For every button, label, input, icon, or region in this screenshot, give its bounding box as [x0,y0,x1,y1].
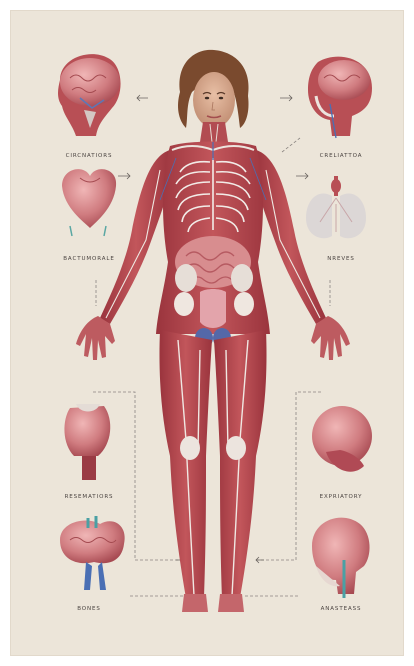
label-top-left: CIRCNATIORS [44,153,134,159]
organ-head-right [308,57,372,138]
organ-bottom-right [312,518,370,598]
label-mid-right: NREVES [296,256,386,262]
label-bottom-right: ANASTEASS [296,606,386,612]
organ-brain-left [58,54,121,136]
label-top-right: CRELIATTOA [296,153,386,159]
label-bottom-left: BONES [44,606,134,612]
label-low-right: EXPRIATORY [296,494,386,500]
organ-bottom-left [60,516,125,590]
label-mid-left: BACTUMORALE [44,256,134,262]
label-low-left: RESEMATIORS [44,494,134,500]
organ-stomach-right [312,406,372,472]
organ-heart-left [62,169,116,236]
organ-lungs-right [306,176,366,238]
organ-low-left [64,404,110,480]
